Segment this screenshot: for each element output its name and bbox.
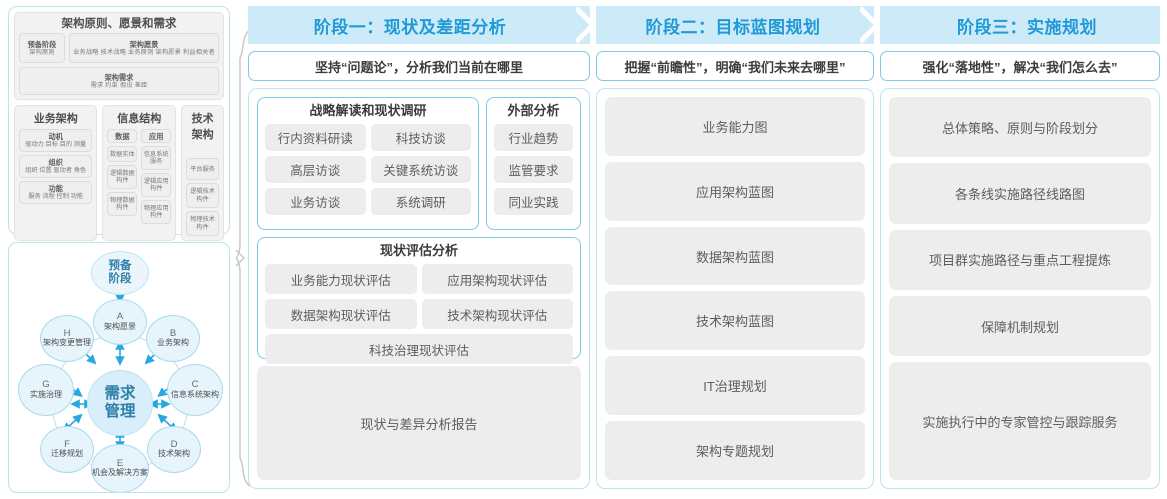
framework-title: 架构原则、愿景和需求 — [61, 18, 177, 30]
list-item[interactable]: 数据架构蓝图 — [605, 226, 865, 286]
framework-domain-columns: 业务架构 动机 驱动力 目标 目的 测量 组织 组织 位置 驱动者 角色 功能 … — [14, 105, 224, 242]
card-current-state-assessment-items: 业务能力现状评估 应用架构现状评估 数据架构现状评估 技术架构现状评估 科技治理… — [265, 264, 573, 365]
phase-2-list: 业务能力图 应用架构蓝图 数据架构蓝图 技术架构蓝图 IT治理规划 架构专题规划 — [605, 97, 865, 480]
framework-tech-platform: 平台服务 — [186, 158, 219, 181]
phase-1: 阶段一：现状及差距分析 坚持“问题论”，分析我们当前在哪里 战略解读和现状调研 … — [248, 6, 597, 493]
phase-1-body: 战略解读和现状调研 行内资料研读 科技访谈 高层访谈 关键系统访谈 业务访谈 系… — [248, 88, 590, 489]
framework-business-organization: 组织 组织 位置 驱动者 角色 — [19, 155, 93, 178]
adm-node-h: H 架构变更管理 — [40, 315, 94, 362]
adm-node-c: C 信息系统架构 — [167, 364, 223, 416]
list-item[interactable]: 实施执行中的专家管控与跟踪服务 — [889, 362, 1151, 480]
phase-3-header: 阶段三：实施规划 — [880, 6, 1160, 44]
framework-information-data: 数据 数据实体 逻辑数据构件 物理数据构件 — [107, 129, 138, 224]
togaf-adm-cycle-panel: 预备 阶段 A 架构愿景 B 业务架构 C 信息系统架构 D 技术架构 — [8, 242, 230, 493]
list-item[interactable]: 关键系统访谈 — [370, 156, 471, 184]
adm-node-f: F 迁移规划 — [40, 426, 94, 473]
list-item[interactable]: 应用架构现状评估 — [421, 264, 573, 295]
list-item[interactable]: 数据架构现状评估 — [265, 299, 417, 330]
list-item[interactable]: 监管要求 — [494, 156, 573, 184]
list-item[interactable]: 科技治理现状评估 — [265, 334, 573, 365]
phase-3-list: 总体策略、原则与阶段划分 各条线实施路径线路图 项目群实施路径与重点工程提炼 保… — [889, 97, 1151, 480]
list-item[interactable]: 系统调研 — [370, 188, 471, 216]
list-item[interactable]: IT治理规划 — [605, 356, 865, 416]
framework-cell-requirements: 架构需求 需求 约束 假设 差距 — [19, 67, 219, 96]
list-item[interactable]: 架构专题规划 — [605, 421, 865, 480]
framework-business-motivation: 动机 驱动力 目标 目的 测量 — [19, 129, 93, 153]
adm-node-e: E 机会及解决方案 — [91, 444, 149, 492]
phase-2-header-label: 阶段二：目标蓝图规划 — [645, 17, 821, 37]
adm-node-b: B 业务架构 — [146, 315, 200, 362]
framework-cell-requirements-sub: 需求 约束 假设 差距 — [90, 81, 148, 89]
phase-1-report[interactable]: 现状与差异分析报告 — [257, 366, 581, 480]
framework-business-function: 功能 服务 流程 控制 功能 — [19, 180, 93, 204]
phase-3-body: 总体策略、原则与阶段划分 各条线实施路径线路图 项目群实施路径与重点工程提炼 保… — [880, 88, 1160, 489]
adm-node-requirements-management: 需求 管理 — [87, 370, 153, 436]
phase-2: 阶段二：目标蓝图规划 把握“前瞻性”，明确“我们未来去哪里” 业务能力图 应用架… — [596, 6, 881, 493]
chevron-right-icon — [860, 6, 894, 44]
framework-column-information-head: 信息结构 — [117, 113, 162, 126]
framework-cell-requirements-head: 架构需求 — [104, 72, 134, 82]
phase-3-subtitle: 强化“落地性”，解决“我们怎么去” — [880, 51, 1160, 81]
phase-1-header-label: 阶段一：现状及差距分析 — [313, 17, 507, 37]
phase-2-header: 阶段二：目标蓝图规划 — [596, 6, 881, 44]
phase-3: 阶段三：实施规划 强化“落地性”，解决“我们怎么去” 总体策略、原则与阶段划分 … — [880, 6, 1160, 493]
list-item[interactable]: 业务能力现状评估 — [265, 264, 417, 295]
card-external-analysis-title: 外部分析 — [507, 103, 560, 118]
card-external-analysis-items: 行业趋势 监管要求 同业实践 — [494, 124, 573, 216]
phase-1-subtitle: 坚持“问题论”，分析我们当前在哪里 — [248, 51, 590, 81]
framework-column-technology: 技术架构 平台服务 逻辑技术构件 物理技术构件 — [181, 105, 224, 242]
list-item[interactable]: 各条线实施路径线路图 — [889, 163, 1151, 224]
card-strategy-survey-title: 战略解读和现状调研 — [309, 103, 427, 118]
phase-1-top-row: 战略解读和现状调研 行内资料研读 科技访谈 高层访谈 关键系统访谈 业务访谈 系… — [257, 97, 581, 230]
adm-wheel: 预备 阶段 A 架构愿景 B 业务架构 C 信息系统架构 D 技术架构 — [9, 243, 229, 492]
phase-2-subtitle: 把握“前瞻性”，明确“我们未来去哪里” — [596, 51, 874, 81]
framework-tech-physical: 物理技术构件 — [186, 211, 219, 237]
framework-column-information: 信息结构 数据 数据实体 逻辑数据构件 物理数据构件 应用 信息系统服务 逻辑应… — [102, 105, 177, 242]
framework-cell-prep: 预备阶段 架构原则 — [19, 33, 65, 64]
framework-cell-prep-sub: 架构原则 — [29, 48, 55, 56]
adm-node-preliminary: 预备 阶段 — [91, 251, 149, 295]
list-item[interactable]: 业务访谈 — [265, 188, 366, 216]
phase-2-body: 业务能力图 应用架构蓝图 数据架构蓝图 技术架构蓝图 IT治理规划 架构专题规划 — [596, 88, 874, 489]
list-item[interactable]: 技术架构蓝图 — [605, 291, 865, 351]
card-strategy-survey[interactable]: 战略解读和现状调研 行内资料研读 科技访谈 高层访谈 关键系统访谈 业务访谈 系… — [257, 97, 479, 230]
chevron-right-icon — [576, 6, 610, 44]
list-item[interactable]: 同业实践 — [494, 188, 573, 216]
list-item[interactable]: 项目群实施路径与重点工程提炼 — [889, 229, 1151, 290]
framework-requirements-group: 架构原则、愿景和需求 预备阶段 架构原则 架构愿景 业务战略 技术战略 业务原则… — [14, 12, 224, 101]
left-column: 架构原则、愿景和需求 预备阶段 架构原则 架构愿景 业务战略 技术战略 业务原则… — [8, 6, 251, 493]
framework-cell-vision-head: 架构愿景 — [129, 39, 159, 49]
list-item[interactable]: 行内资料研读 — [265, 124, 366, 152]
adm-node-d: D 技术架构 — [147, 426, 201, 473]
card-external-analysis[interactable]: 外部分析 行业趋势 监管要求 同业实践 — [486, 97, 581, 230]
card-current-state-assessment[interactable]: 现状评估分析 业务能力现状评估 应用架构现状评估 数据架构现状评估 技术架构现状… — [257, 237, 581, 365]
adm-node-g: G 实施治理 — [18, 364, 74, 416]
framework-information-application: 应用 信息系统服务 逻辑应用构件 物理应用构件 — [141, 129, 172, 225]
list-item[interactable]: 业务能力图 — [605, 97, 865, 156]
list-item[interactable]: 总体策略、原则与阶段划分 — [889, 97, 1151, 158]
list-item[interactable]: 技术架构现状评估 — [421, 299, 573, 330]
list-item[interactable]: 应用架构蓝图 — [605, 161, 865, 221]
adm-node-a: A 架构愿景 — [93, 299, 147, 345]
list-item[interactable]: 保障机制规划 — [889, 295, 1151, 357]
list-item[interactable]: 行业趋势 — [494, 124, 573, 152]
framework-column-business: 业务架构 动机 驱动力 目标 目的 测量 组织 组织 位置 驱动者 角色 功能 … — [14, 105, 98, 242]
phase-1-header: 阶段一：现状及差距分析 — [248, 6, 597, 44]
framework-cell-vision-sub: 业务战略 技术战略 业务原则 架构愿景 利益相关者 — [73, 48, 215, 56]
card-current-state-assessment-title: 现状评估分析 — [379, 243, 458, 258]
framework-cell-vision: 架构愿景 业务战略 技术战略 业务原则 架构愿景 利益相关者 — [69, 33, 219, 64]
list-item[interactable]: 高层访谈 — [265, 156, 366, 184]
card-strategy-survey-items: 行内资料研读 科技访谈 高层访谈 关键系统访谈 业务访谈 系统调研 — [265, 124, 471, 216]
framework-tech-logical: 逻辑技术构件 — [186, 183, 219, 209]
togaf-content-framework-panel: 架构原则、愿景和需求 预备阶段 架构原则 架构愿景 业务战略 技术战略 业务原则… — [8, 6, 230, 285]
brace-connector — [236, 29, 251, 487]
framework-column-business-head: 业务架构 — [33, 113, 78, 126]
framework-column-technology-head: 技术架构 — [191, 113, 214, 142]
phase-3-header-label: 阶段三：实施规划 — [957, 17, 1097, 37]
framework-row-1: 预备阶段 架构原则 架构愿景 业务战略 技术战略 业务原则 架构愿景 利益相关者 — [19, 33, 219, 64]
phase-columns: 阶段一：现状及差距分析 坚持“问题论”，分析我们当前在哪里 战略解读和现状调研 … — [248, 6, 1160, 493]
framework-cell-prep-head: 预备阶段 — [27, 39, 57, 49]
list-item[interactable]: 科技访谈 — [370, 124, 471, 152]
